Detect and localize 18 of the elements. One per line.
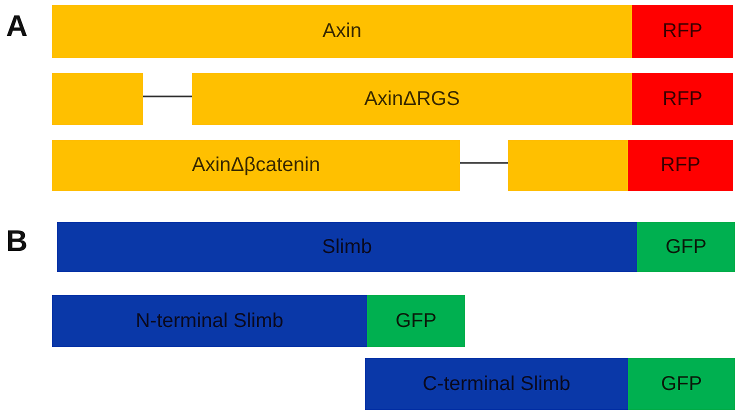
protein-segment [52,73,143,125]
protein-domain-bar: GFP [637,222,735,272]
protein-domain-bar: GFP [628,358,735,410]
protein-domain-bar: RFP [632,5,733,58]
panel-label: B [6,225,28,259]
protein-segment [508,140,628,191]
protein-domain-bar: GFP [367,295,465,347]
protein-domain-bar: Slimb [57,222,637,272]
protein-domain-bar: AxinΔRGS [192,73,632,125]
panel-label: A [6,10,28,44]
protein-domain-bar: RFP [632,73,733,125]
deletion-line [143,96,192,98]
protein-domain-bar: C-terminal Slimb [365,358,628,410]
protein-domain-bar: N-terminal Slimb [52,295,367,347]
protein-domain-bar: AxinΔβcatenin [52,140,460,191]
protein-domain-bar: Axin [52,5,632,58]
deletion-line [460,162,508,164]
protein-domain-bar: RFP [628,140,733,191]
